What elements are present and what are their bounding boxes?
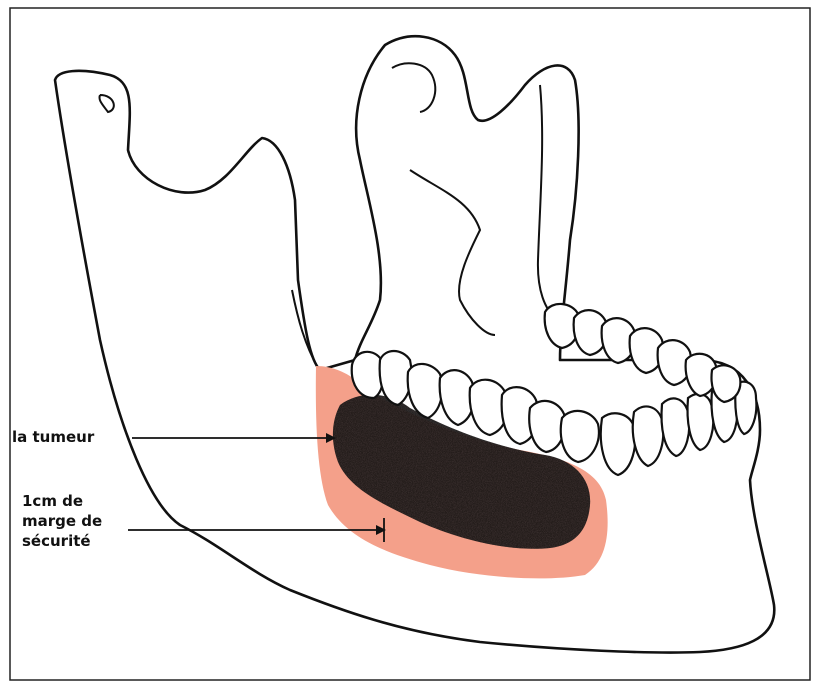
safety-margin-label-line2: marge de — [22, 511, 102, 531]
safety-margin-label-line3: sécurité — [22, 531, 102, 551]
tooth — [712, 365, 741, 402]
safety-margin-label-line1: 1cm de — [22, 491, 102, 511]
tumor-label: la tumeur — [12, 427, 94, 447]
safety-margin-label: 1cm de marge de sécurité — [22, 491, 102, 551]
